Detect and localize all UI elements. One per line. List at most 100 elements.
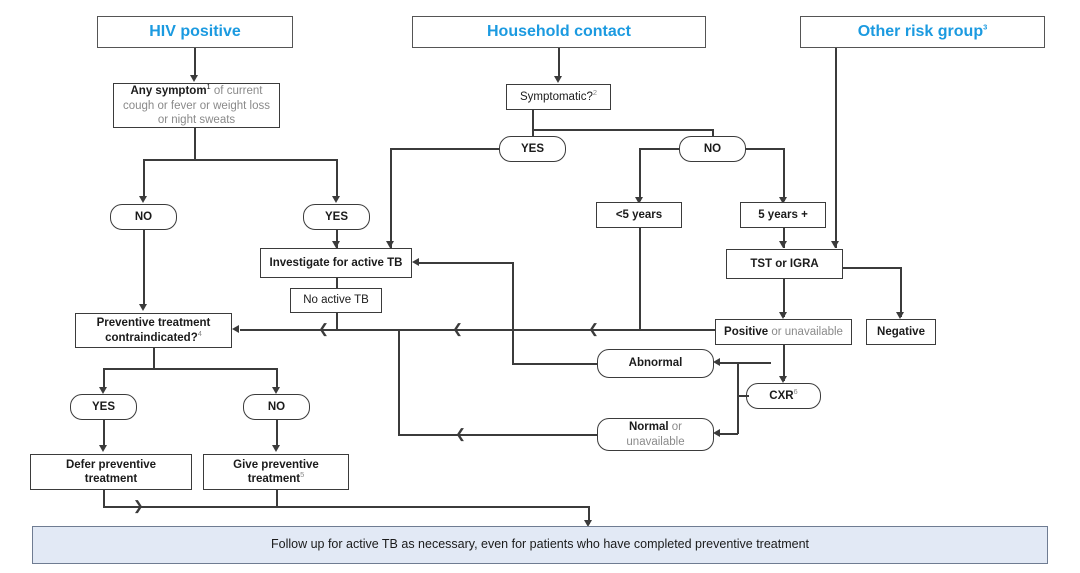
node-cxr: CXR6 [746,383,821,409]
arrowhead-abnormal-to-investigate [412,258,419,266]
edge-cxr-stub-right [737,395,749,397]
edge-symptom-stem [194,128,196,160]
arrowhead-tst-to-negative [896,312,904,319]
edge-hivno-to-contraindicated [143,230,145,305]
give-line2: treatment [247,473,301,485]
negative-label: Negative [877,325,925,338]
node-investigate-active-tb: Investigate for active TB [260,248,412,278]
edge-hhno-right-branch [745,148,784,150]
cxr-sup: 6 [793,387,798,397]
header-hiv-label: HIV positive [149,23,241,41]
arrowhead-hhyes-to-investigate [386,241,394,248]
edge-noactive-to-returnline [336,313,338,330]
arrowhead-symptom-to-yes [332,196,340,203]
edge-cxr-normal-h [718,433,738,435]
edge-defer-down [103,490,105,507]
node-hiv-no: NO [110,204,177,230]
node-positive-or-unavailable: Positive or unavailable [715,319,852,345]
edge-symptom-to-no [143,159,145,198]
node-ci-yes: YES [70,394,137,420]
edge-symptom-split [143,159,337,161]
arrowhead-hhno-to-under5 [635,197,643,204]
header-other-sup: 3 [983,22,988,32]
give-sup: 5 [300,470,305,480]
node-ci-no: NO [243,394,310,420]
edge-normal-up [398,329,400,435]
edge-hhyes-down [390,148,392,248]
edge-bottom-to-followup [588,506,590,524]
arrowhead-bottom-to-followup [584,520,592,527]
node-abnormal: Abnormal [597,349,714,378]
edge-cxr-normal-v [737,395,739,434]
symptomatic-label: Symptomatic? [519,90,593,103]
edge-abnormal-left [512,363,598,365]
tst-igra-label: TST or IGRA [750,257,819,270]
normal-bold: Normal [628,421,669,434]
any-symptom-rest: of current cough or fever or weight loss… [122,85,271,126]
chevron-return-3: ❮ [588,321,599,336]
edge-give-down [276,490,278,507]
arrowhead-contraindicated-to-yes [99,387,107,394]
edge-hivyes-to-investigate [336,230,338,248]
hiv-yes-label: YES [324,210,348,223]
arrowhead-cxr-to-normal [713,429,720,437]
positive-bold: Positive [724,325,769,338]
cxr-label: CXR [769,389,794,402]
arrowhead-over5-to-tst [779,241,787,248]
edge-contraindicated-to-yes [103,368,105,390]
edge-symptomatic-stem [532,110,534,130]
edge-cxr-abnormal-h2 [718,362,738,364]
header-hiv-positive: HIV positive [97,16,293,48]
node-symptomatic: Symptomatic?2 [506,84,611,110]
node-give-preventive-treatment: Give preventive treatment5 [203,454,349,490]
normal-grey: or [668,421,683,434]
chevron-bottom-left: ❯ [133,498,144,513]
contraindicated-line1: Preventive treatment [96,317,211,330]
arrowhead-main-return-to-contraindicated [232,325,239,333]
edge-symptomatic-split [532,129,713,131]
any-symptom-sup: 1 [206,82,211,92]
edge-hhno-left-branch [639,148,680,150]
defer-line1: Defer preventive [65,458,157,471]
edge-ciyes-to-defer [103,420,105,448]
arrowhead-other-to-tst [831,241,839,248]
edge-main-return-line [240,329,716,331]
edge-symptom-to-yes [336,159,338,198]
investigate-label: Investigate for active TB [269,256,403,269]
ci-yes-label: YES [91,400,115,413]
edge-household-to-symptomatic [558,48,560,78]
node-no-active-tb: No active TB [290,288,382,313]
followup-label: Follow up for active TB as necessary, ev… [270,537,809,552]
node-negative: Negative [866,319,936,345]
edge-hhyes-left [390,148,500,150]
node-household-yes: YES [499,136,566,162]
edge-over5-to-tst [783,228,785,248]
positive-grey: or unavailable [768,325,843,338]
any-symptom-bold: Any symptom [130,85,207,98]
arrowhead-contraindicated-to-no [272,387,280,394]
chevron-normal-left: ❮ [455,426,466,441]
give-line1: Give preventive [233,458,319,471]
edge-contraindicated-split [103,368,277,370]
header-other-label: Other risk group [857,23,984,41]
edge-bottom-join [103,506,589,508]
hiv-no-label: NO [134,210,153,223]
node-any-symptom: Any symptom1 of current cough or fever o… [113,83,280,128]
edge-hhno-to-over5 [783,148,785,201]
arrowhead-hiv-to-symptom [190,75,198,82]
node-defer-preventive-treatment: Defer preventive treatment [30,454,192,490]
arrowhead-positive-to-cxr [779,376,787,383]
contraindicated-sup: 4 [197,328,202,338]
node-follow-up-banner: Follow up for active TB as necessary, ev… [32,526,1048,564]
edge-cxr-abnormal-v [737,362,739,396]
defer-line2: treatment [84,473,138,485]
ci-no-label: NO [267,400,286,413]
chevron-return-1: ❮ [318,321,329,336]
edge-tst-to-negative-h [843,267,901,269]
arrowhead-symptom-to-no [139,196,147,203]
edge-positive-to-cxr [783,345,785,381]
node-under-5-years: <5 years [596,202,682,228]
symptomatic-sup: 2 [592,88,598,98]
